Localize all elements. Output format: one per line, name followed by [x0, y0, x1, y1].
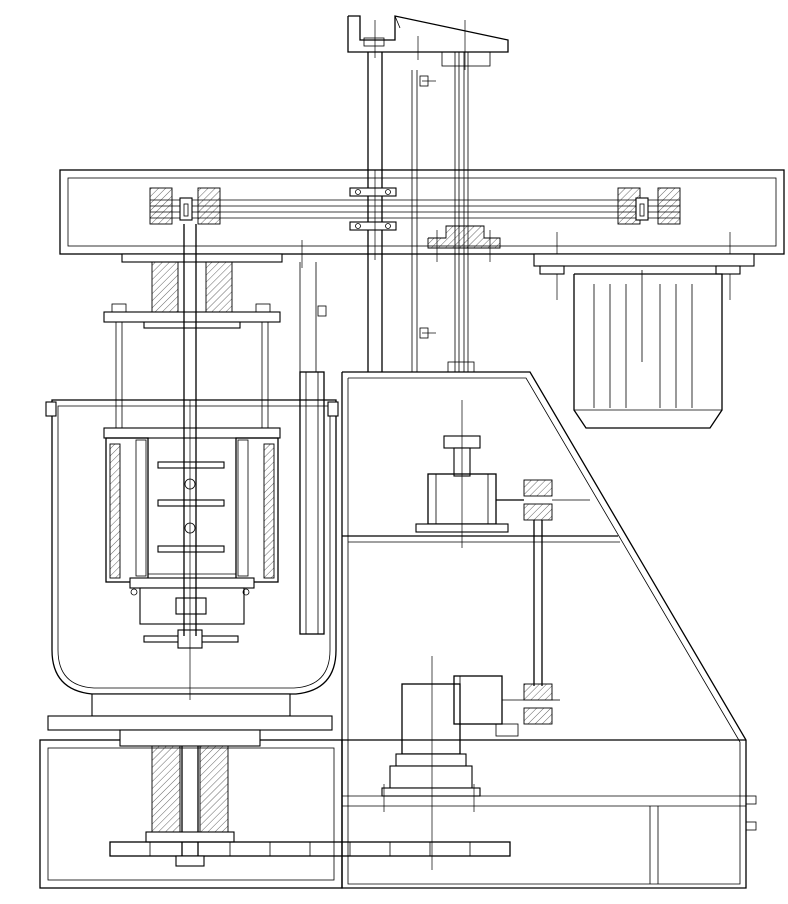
- main-cabinet: [341, 371, 757, 889]
- drive-motor: [381, 400, 590, 870]
- base-frame: [39, 729, 343, 889]
- top-bracket: [347, 15, 509, 70]
- upper-gantry-beam: [59, 169, 785, 300]
- upper-bearing-unit: [103, 253, 327, 430]
- filter-basket: [103, 427, 281, 649]
- gantry-motor: [573, 270, 723, 429]
- bottom-turntable: [109, 841, 511, 867]
